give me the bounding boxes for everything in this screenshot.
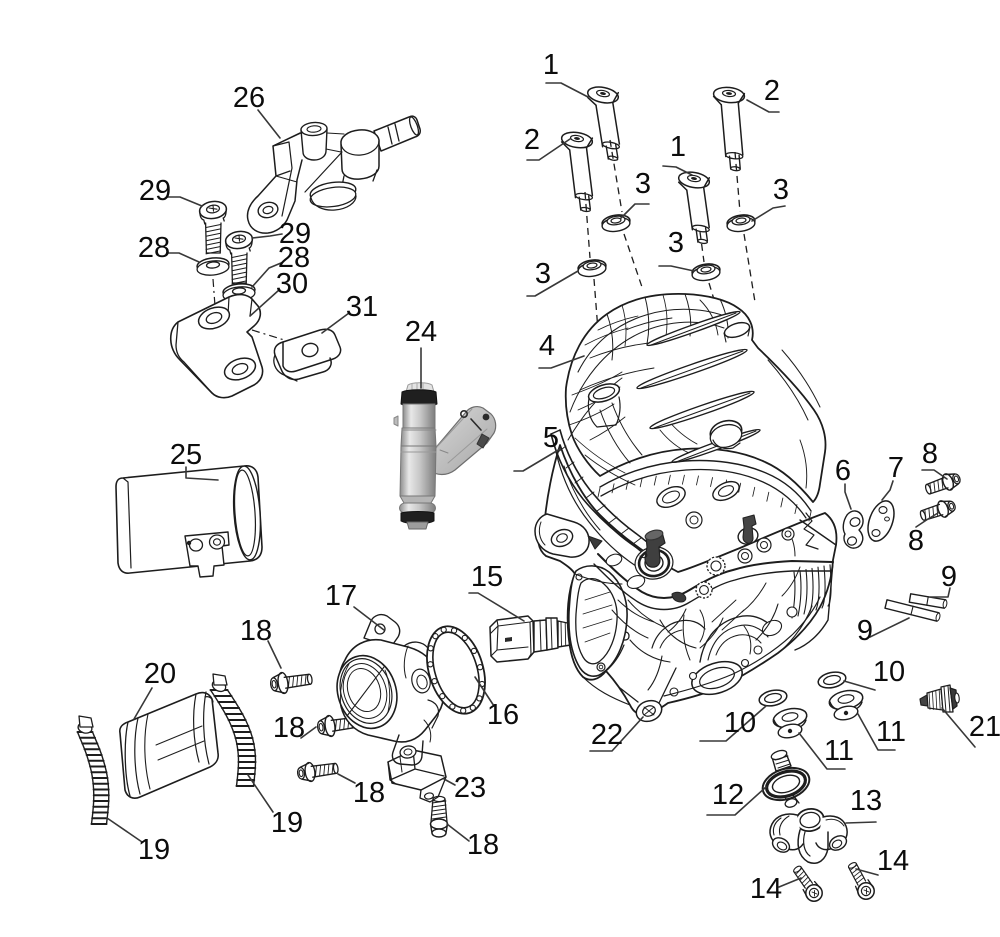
svg-text:26: 26 <box>233 82 265 114</box>
svg-text:19: 19 <box>271 807 303 839</box>
svg-text:3: 3 <box>635 168 651 200</box>
svg-text:13: 13 <box>850 785 882 817</box>
svg-text:15: 15 <box>471 561 503 593</box>
svg-text:8: 8 <box>922 438 938 470</box>
svg-text:3: 3 <box>773 174 789 206</box>
svg-text:3: 3 <box>668 227 684 259</box>
svg-text:10: 10 <box>873 656 905 688</box>
svg-text:9: 9 <box>857 615 873 647</box>
svg-text:8: 8 <box>908 525 924 557</box>
svg-text:18: 18 <box>353 777 385 809</box>
svg-text:29: 29 <box>279 218 311 250</box>
svg-text:17: 17 <box>325 580 357 612</box>
svg-text:22: 22 <box>591 719 623 751</box>
svg-text:2: 2 <box>764 75 780 107</box>
svg-text:4: 4 <box>539 330 555 362</box>
svg-text:14: 14 <box>750 873 782 905</box>
svg-text:29: 29 <box>139 175 171 207</box>
svg-text:18: 18 <box>467 829 499 861</box>
svg-text:3: 3 <box>535 258 551 290</box>
svg-text:21: 21 <box>969 711 1000 743</box>
svg-text:2: 2 <box>524 124 540 156</box>
svg-text:31: 31 <box>346 291 378 323</box>
svg-text:23: 23 <box>454 772 486 804</box>
svg-text:28: 28 <box>138 232 170 264</box>
svg-text:12: 12 <box>712 779 744 811</box>
svg-text:14: 14 <box>877 845 909 877</box>
svg-text:20: 20 <box>144 658 176 690</box>
svg-text:1: 1 <box>543 49 559 81</box>
svg-text:11: 11 <box>876 716 906 748</box>
svg-text:16: 16 <box>487 699 519 731</box>
svg-text:10: 10 <box>724 707 756 739</box>
svg-text:19: 19 <box>138 834 170 866</box>
svg-text:30: 30 <box>276 268 308 300</box>
svg-text:28: 28 <box>278 242 310 274</box>
svg-text:11: 11 <box>824 735 854 767</box>
svg-text:18: 18 <box>240 615 272 647</box>
svg-text:18: 18 <box>273 712 305 744</box>
svg-text:7: 7 <box>888 452 904 484</box>
svg-text:24: 24 <box>405 316 437 348</box>
svg-text:5: 5 <box>543 422 559 454</box>
svg-text:1: 1 <box>670 131 686 163</box>
svg-text:9: 9 <box>941 561 957 593</box>
svg-text:25: 25 <box>170 439 202 471</box>
svg-text:6: 6 <box>835 455 851 487</box>
